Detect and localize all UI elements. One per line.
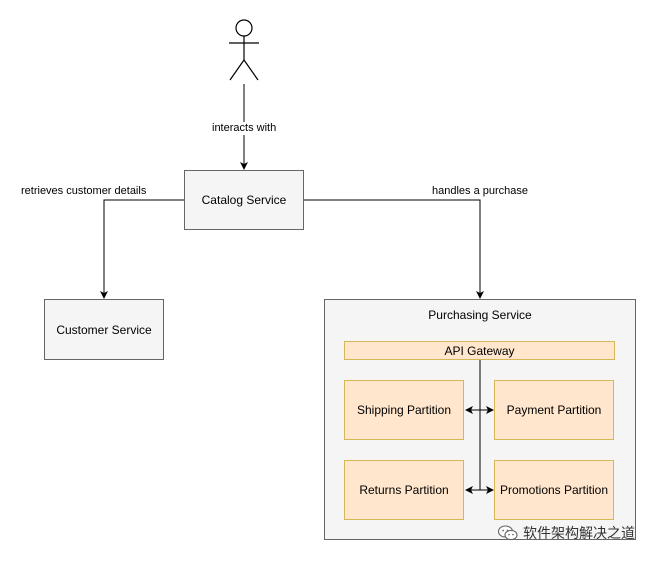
catalog-service-label: Catalog Service [201,193,287,207]
edge-label-handles-a-purchase: handles a purchase [432,185,529,198]
returns-partition-node: Returns Partition [344,460,464,520]
customer-service-node: Customer Service [44,299,164,360]
promotions-partition-label: Promotions Partition [499,483,609,497]
api-gateway-label: API Gateway [444,343,515,358]
edge-label-interacts-with: interacts with [212,122,277,135]
promotions-partition-node: Promotions Partition [494,460,614,520]
watermark: 软件架构解决之道 [498,523,635,543]
edge-handles-a-purchase [304,199,484,299]
catalog-service-node: Catalog Service [184,170,304,230]
customer-service-label: Customer Service [56,322,152,337]
purchasing-service-title: Purchasing Service [428,308,532,322]
wechat-logo-icon [498,525,518,541]
shipping-partition-label: Shipping Partition [356,403,452,417]
edge-label-retrieves-customer-details: retrieves customer details [21,185,147,198]
edge-retrieves-customer-details [100,199,184,299]
payment-partition-node: Payment Partition [494,380,614,440]
api-gateway-node: API Gateway [344,341,615,360]
user-actor-icon [229,19,259,81]
shipping-partition-node: Shipping Partition [344,380,464,440]
watermark-text: 软件架构解决之道 [523,526,635,542]
returns-partition-label: Returns Partition [359,483,449,497]
payment-partition-label: Payment Partition [506,403,602,417]
